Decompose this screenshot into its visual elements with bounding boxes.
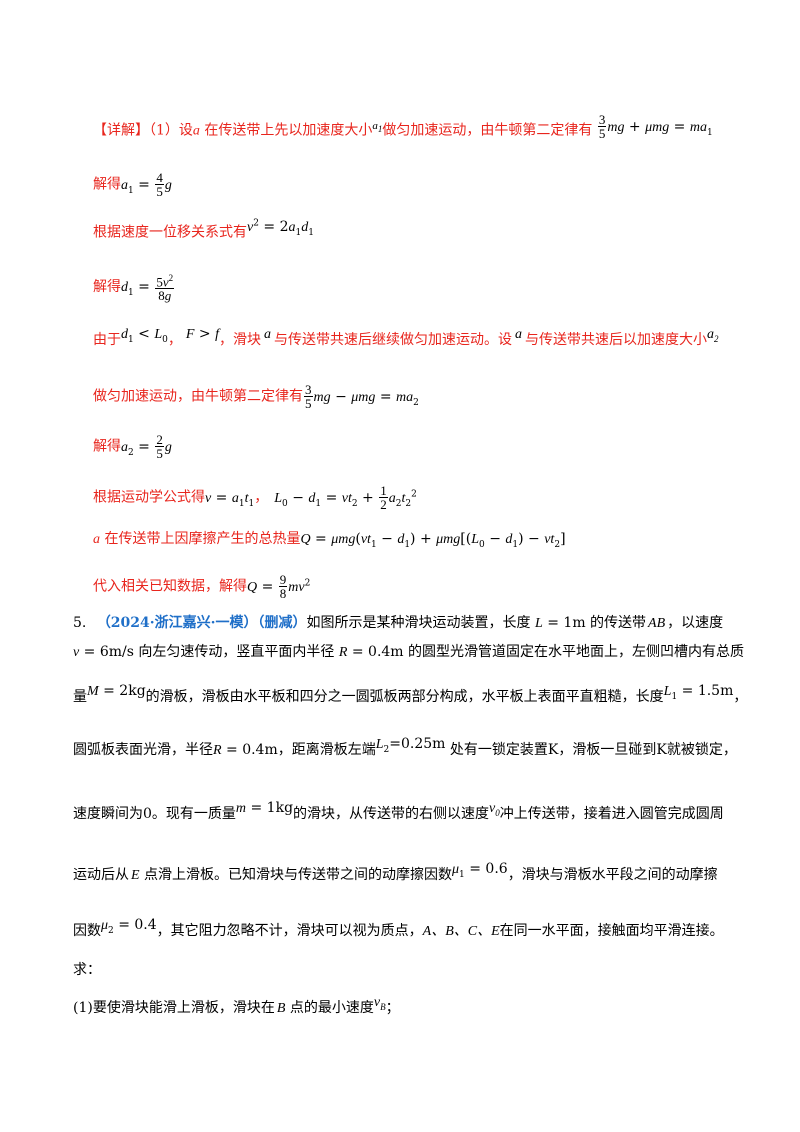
problem-line-1: 5. （2024·浙江嘉兴·一模）（删减）如图所示是某种滑块运动装置，长度 L … (73, 615, 724, 631)
symbol-a: a (264, 327, 271, 342)
problem-line-4: 圆弧板表面光滑，半径R = 0.4m，距离滑板左端L2=0.25m 处有一锁定装… (73, 736, 737, 758)
problem-line-2: v = 6m/s 向左匀速传动，竖直平面内半径 R = 0.4m 的圆型光滑管道… (73, 644, 745, 660)
formula-m: m = 1kg (235, 800, 294, 816)
answer-line-9: a 在传送带上因摩擦产生的总热量Q = μmg(vt1 − d1) + μmg[… (93, 531, 566, 550)
symbol-E: E (131, 868, 140, 883)
problem-line-3: 量M = 2kg的滑板，滑板由水平板和四分之一圆弧板两部分构成，水平板上表面平直… (73, 683, 748, 705)
formula-F-gt-f: F > f (185, 326, 219, 342)
symbol-points: A、B、C、E (422, 924, 500, 939)
problem-ask: 求： (73, 962, 101, 978)
formula-R2: R = 0.4m (213, 742, 278, 758)
formula-v-a1t1: v = a1t1 (205, 489, 255, 509)
symbol-vB: vB (373, 995, 386, 1012)
formula-Q-total: Q = μmg(vt1 − d1) + μmg[(L0 − d1) − vt2] (300, 531, 566, 550)
answer-line-3: 根据速度一位移关系式有v2 = 2a1d1 (93, 218, 314, 241)
symbol-v0: v0 (489, 801, 500, 818)
problem-line-7: 因数μ2 = 0.4，其它阻力忽略不计，滑块可以视为质点，A、B、C、E在同一水… (73, 917, 724, 939)
symbol-AB: AB (648, 616, 666, 631)
formula-a1: a1 (372, 119, 383, 134)
problem-line-5: 速度瞬间为0。现有一质量m = 1kg的滑块，从传送带的右侧以速度v0冲上传送带… (73, 800, 724, 822)
symbol-a: a (515, 327, 522, 342)
formula-mu1: μ1 = 0.6 (452, 861, 508, 880)
answer-line-1: 【详解】（1）设a 在传送带上先以加速度大小a1做匀加速运动，由牛顿第二定律有 … (93, 112, 713, 141)
formula-L: L = 1m (534, 615, 591, 631)
problem-number: 5. (73, 615, 87, 631)
symbol-B: B (276, 1001, 286, 1016)
formula-M: M = 2kg (87, 683, 146, 699)
formula-d1-lt-L0: d1 < L0 (121, 326, 168, 345)
formula-L2: L2=0.25m (375, 736, 446, 755)
formula-mu2: μ2 = 0.4 (101, 917, 157, 936)
formula-v-squared: v2 = 2a1d1 (247, 218, 314, 238)
problem-source: （2024·浙江嘉兴·一模）（删减） (96, 615, 307, 631)
formula-L1: L1 = 1.5m (663, 683, 734, 702)
formula-R: R = 0.4m (338, 644, 409, 660)
formula-v: v = 6m/s (73, 644, 139, 660)
symbol-a2: a2 (707, 327, 719, 344)
detail-label: 【详解】 (93, 122, 149, 139)
